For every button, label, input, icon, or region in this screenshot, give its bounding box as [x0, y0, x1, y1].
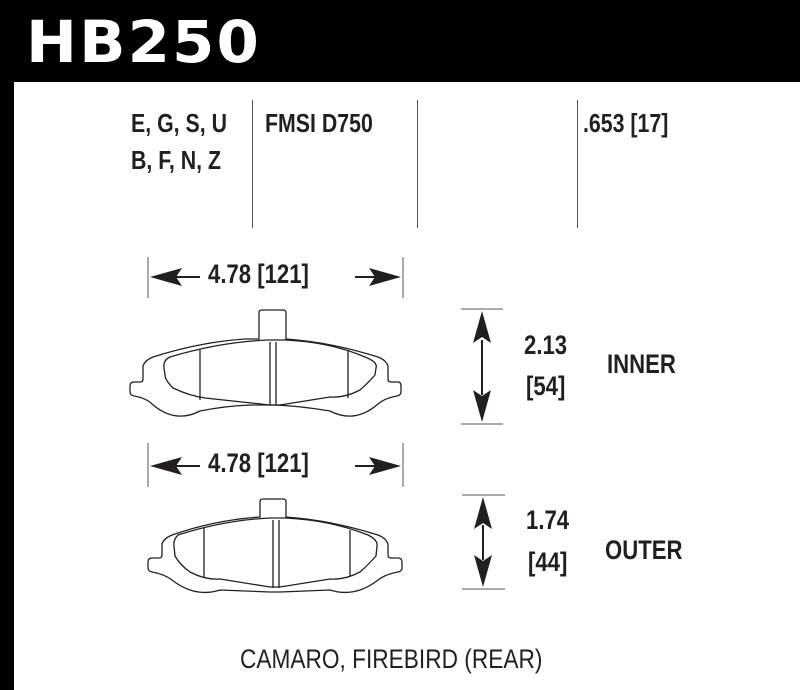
outer-height-mm: [44]	[528, 547, 568, 577]
inner-width-label: 4.78 [121]	[208, 259, 309, 289]
inner-height-dimension	[461, 308, 503, 425]
divider-2	[417, 100, 418, 228]
outer-pad-outline	[147, 498, 403, 594]
outer-height-inches: 1.74	[526, 505, 570, 535]
header-bar: HB250	[0, 0, 800, 82]
part-number-title: HB250	[26, 8, 262, 76]
compounds-line-2: B, F, N, Z	[131, 145, 222, 175]
divider-3	[577, 100, 578, 228]
inner-height-mm: [54]	[526, 371, 566, 401]
inner-height-inches: 2.13	[524, 330, 568, 360]
divider-1	[252, 100, 253, 228]
outer-height-dimension	[462, 494, 505, 590]
inner-pad-outline	[129, 309, 402, 417]
vehicle-application: CAMARO, FIREBIRD (REAR)	[240, 644, 543, 674]
outer-width-dimension	[147, 443, 404, 487]
outer-pad-label: OUTER	[605, 535, 683, 565]
inner-pad-label: INNER	[607, 349, 676, 379]
diagram-panel	[14, 82, 800, 690]
inner-width-dimension	[147, 257, 404, 298]
fmsi-number: FMSI D750	[265, 108, 373, 138]
pad-thickness: .653 [17]	[583, 108, 669, 138]
compounds-line-1: E, G, S, U	[131, 108, 227, 138]
outer-width-label: 4.78 [121]	[208, 448, 309, 478]
